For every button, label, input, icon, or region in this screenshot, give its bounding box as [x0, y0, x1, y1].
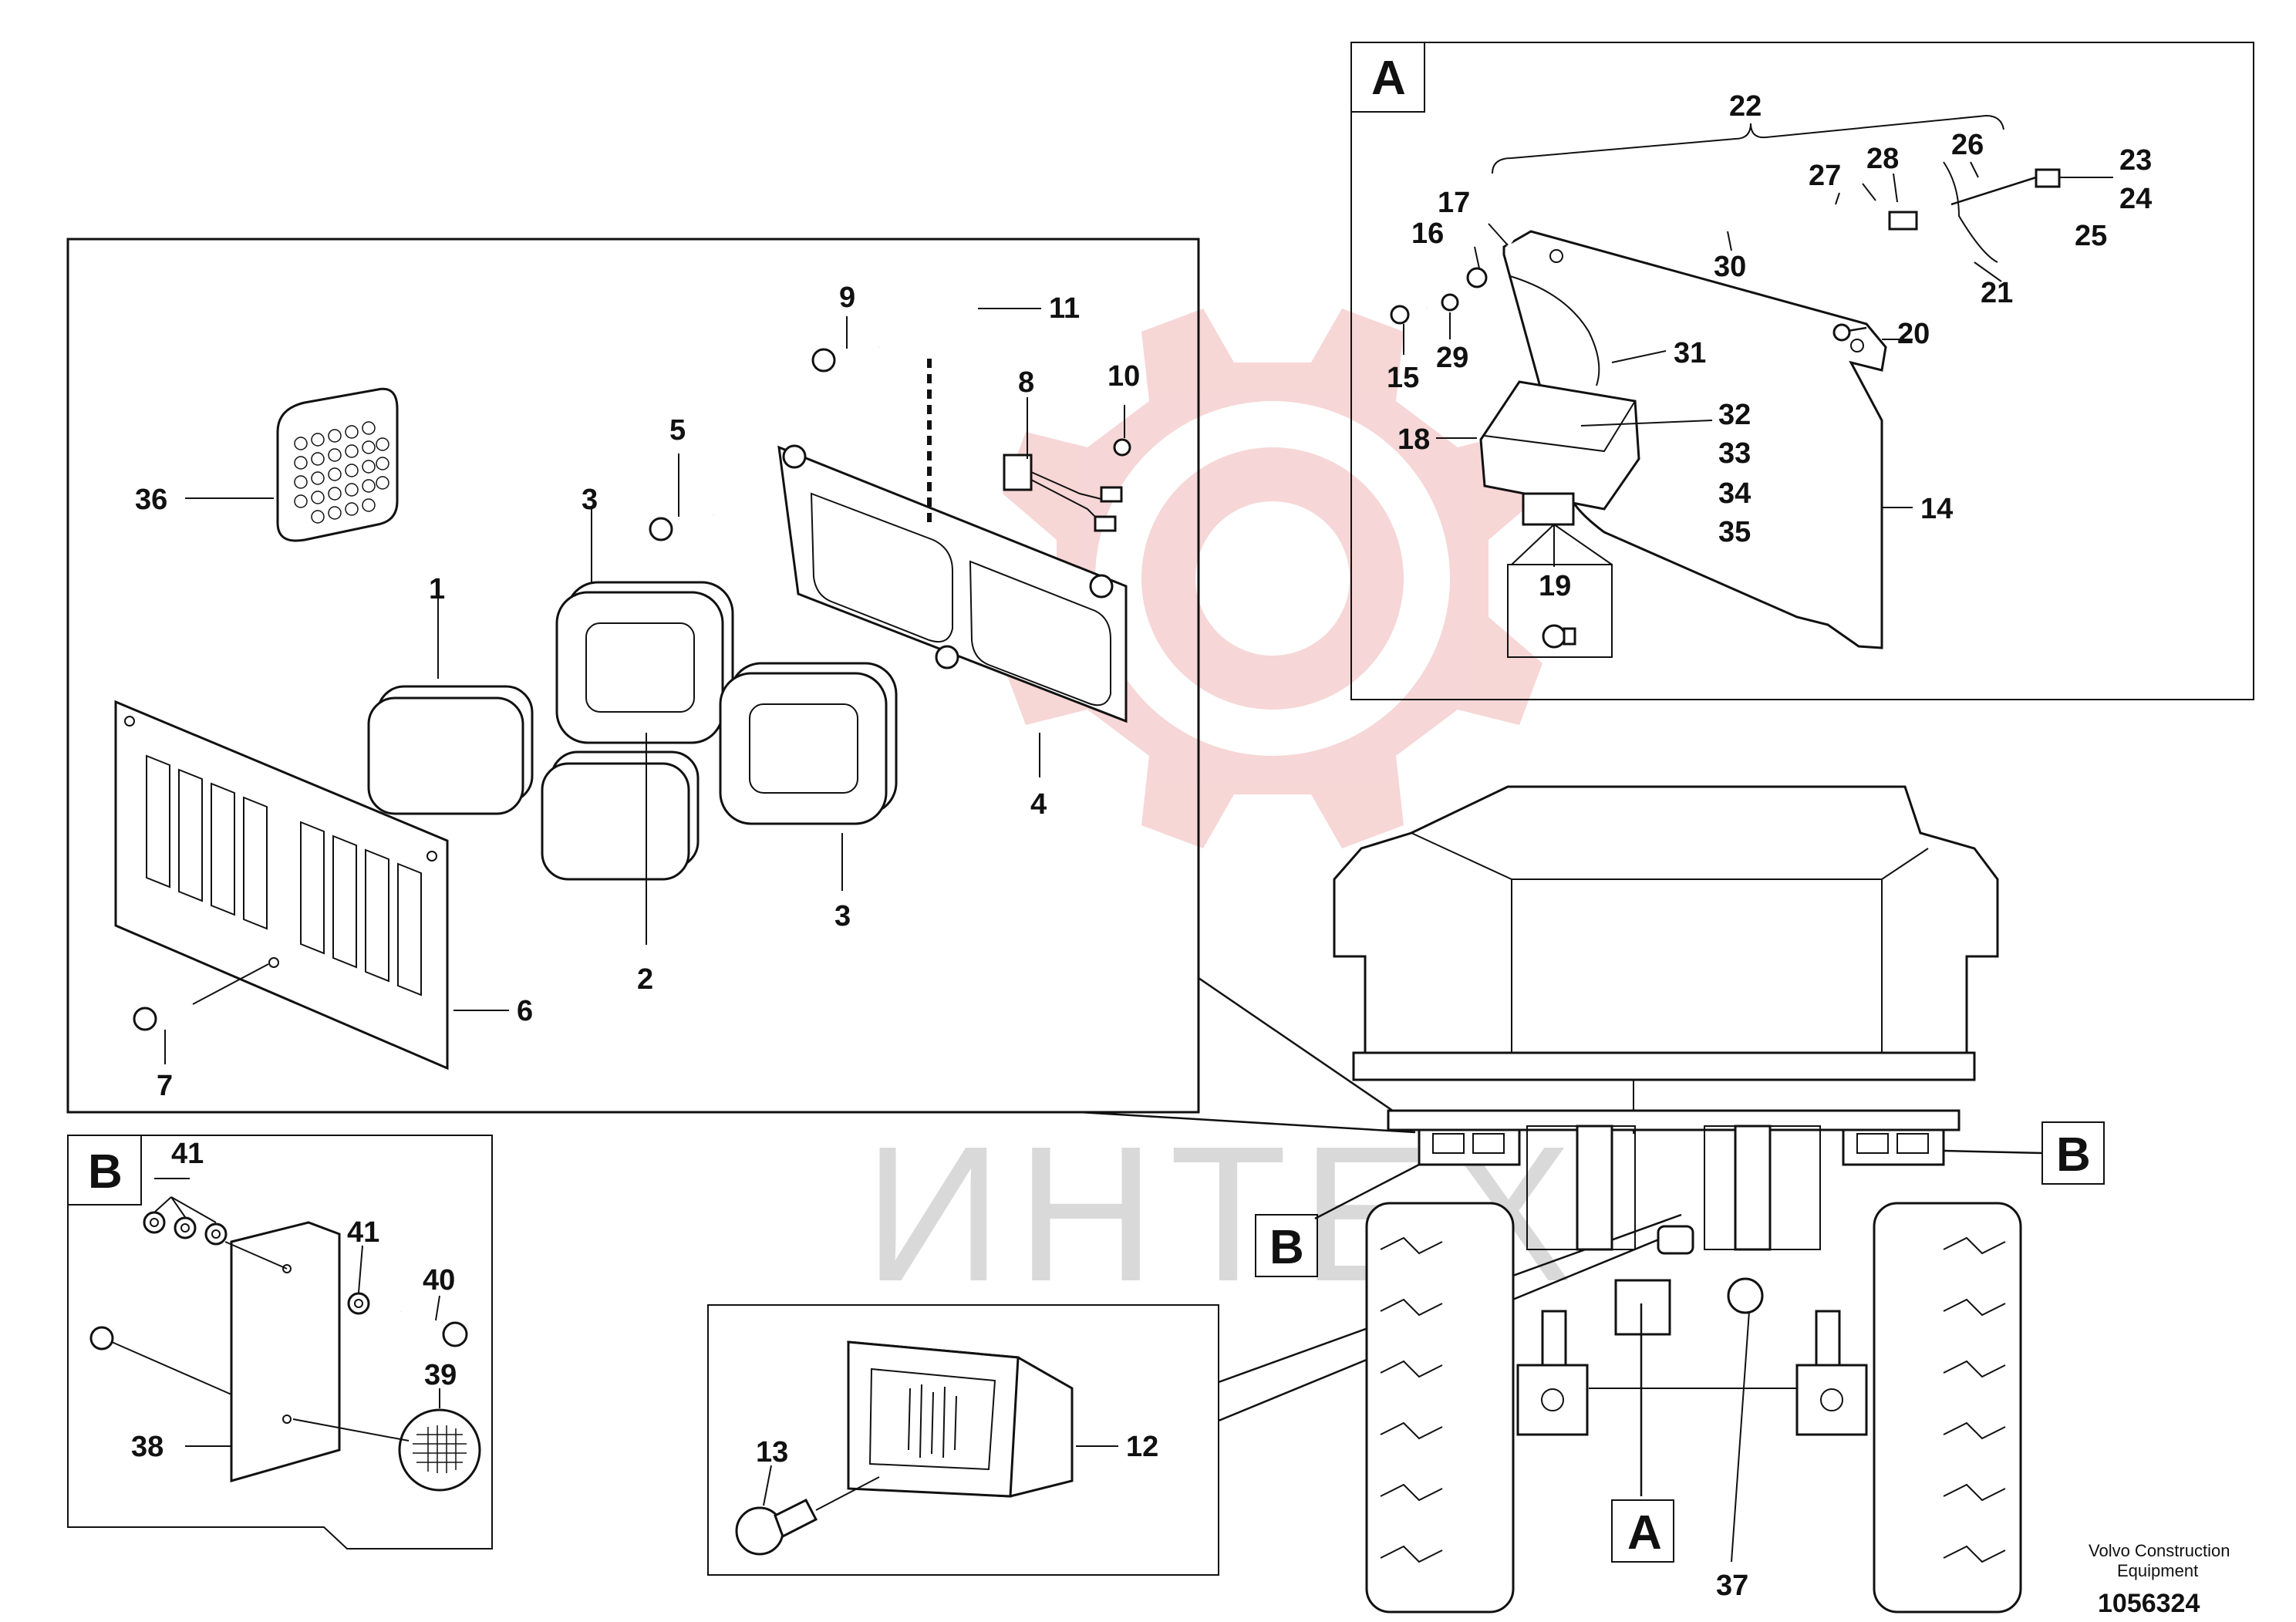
callout-7: 7	[157, 1070, 173, 1102]
callout-32: 32	[1718, 399, 1751, 431]
nut-b	[89, 1326, 114, 1351]
reflector-bracket-part-38	[230, 1221, 341, 1482]
callout-4: 4	[1030, 788, 1047, 821]
footer-brand-line-1: Volvo Construction	[2089, 1541, 2230, 1560]
detail-a-panel	[1350, 42, 2254, 700]
callout-20: 20	[1897, 318, 1930, 350]
lamp-part-1	[367, 685, 534, 815]
lamp-part-18	[1479, 380, 1640, 526]
washer-part-29	[1441, 293, 1459, 312]
callout-22: 22	[1729, 90, 1762, 123]
connector-parts-23-28	[1888, 161, 2061, 263]
callout-31: 31	[1674, 337, 1706, 369]
detail-b-pointer-left-label: B	[1269, 1221, 1304, 1274]
watermark-gear-logo	[1003, 309, 1542, 848]
callout-36: 36	[135, 484, 167, 516]
cable-harness-part-11	[956, 265, 1131, 532]
callout-8: 8	[1018, 366, 1034, 399]
callout-27: 27	[1809, 160, 1841, 192]
rear-light-guard-part-6	[114, 700, 449, 1071]
callout-14: 14	[1920, 493, 1953, 525]
callout-37: 37	[1716, 1570, 1748, 1602]
bolt-part-40	[400, 1307, 468, 1347]
callout-1: 1	[429, 573, 445, 605]
footer-drawing-number: 1056324	[2098, 1589, 2200, 1618]
detail-b-leaders	[111, 1178, 440, 1447]
callout-41-left: 41	[171, 1138, 204, 1170]
callout-30: 30	[1714, 251, 1746, 283]
callout-16: 16	[1411, 218, 1444, 250]
reflector-part-39	[398, 1408, 481, 1492]
callout-35: 35	[1718, 516, 1751, 548]
washer-part-16	[1466, 267, 1488, 288]
detail-b-pointer-right-label: B	[2056, 1128, 2091, 1182]
callout-9: 9	[839, 282, 855, 314]
callout-5: 5	[669, 414, 686, 447]
screw-part-5	[649, 511, 715, 541]
detail-a-pointer	[1611, 1303, 1674, 1563]
screw-part-20	[1832, 323, 1867, 342]
lamp-housing-part-4	[777, 444, 1128, 723]
callout-33: 33	[1718, 437, 1751, 470]
callout-11: 11	[1049, 292, 1080, 325]
callout-26: 26	[1951, 129, 1984, 161]
detail-a-label: A	[1371, 52, 1406, 105]
callout-6: 6	[517, 995, 533, 1027]
callout-38: 38	[131, 1431, 164, 1463]
screw-part-7	[133, 957, 279, 1031]
main-panel-leaders	[164, 308, 1125, 1064]
screw-part-9	[811, 343, 880, 373]
callout-15: 15	[1387, 362, 1419, 394]
machine-rear-view	[1333, 785, 2022, 1614]
gasket-part-3-lower	[719, 662, 898, 825]
callout-13: 13	[756, 1436, 788, 1469]
callout-28: 28	[1866, 143, 1899, 175]
screw-part-15	[1390, 305, 1428, 325]
reflector-grid-part-36	[276, 387, 399, 542]
callout-18: 18	[1397, 423, 1430, 456]
callout-25: 25	[2075, 220, 2107, 252]
callout-3-upper: 3	[582, 484, 598, 516]
detail-b-panel	[67, 1135, 493, 1549]
lamp-part-2	[541, 750, 700, 881]
detail-a-leaders	[1403, 161, 2113, 508]
callout-40: 40	[423, 1264, 455, 1297]
footer-brand-line-2: Equipment	[2117, 1561, 2198, 1580]
detail-b-pointer-left	[1255, 1163, 1420, 1277]
callout-23: 23	[2119, 144, 2152, 177]
callout-34: 34	[1718, 477, 1751, 510]
callout-19: 19	[1539, 570, 1571, 602]
work-light-part-12	[847, 1340, 1074, 1498]
callout-41-right: 41	[347, 1216, 379, 1249]
group-bracket-22	[1492, 114, 2004, 174]
callout-17: 17	[1438, 187, 1470, 219]
cable-part-30	[1506, 203, 1952, 386]
detail-b-pointer-right	[1943, 1121, 2105, 1185]
callout-29: 29	[1436, 342, 1468, 374]
callout-12: 12	[1126, 1431, 1158, 1463]
detail-b-label: B	[88, 1145, 123, 1199]
callout-2: 2	[637, 963, 653, 996]
callout-39: 39	[424, 1359, 457, 1391]
callout-37-leader	[1731, 1310, 1750, 1563]
bulb-part-13	[735, 1476, 880, 1556]
callout-10: 10	[1108, 360, 1140, 393]
callout-3-lower: 3	[834, 900, 851, 932]
bulb-part-19	[1507, 524, 1613, 658]
callout-21: 21	[1981, 277, 2013, 309]
detail-a-pointer-label: A	[1627, 1506, 1662, 1560]
gasket-part-3-upper	[555, 581, 734, 744]
main-detail-panel	[66, 238, 1416, 1134]
callout-24: 24	[2119, 183, 2152, 215]
work-light-leaders	[763, 1445, 1118, 1506]
